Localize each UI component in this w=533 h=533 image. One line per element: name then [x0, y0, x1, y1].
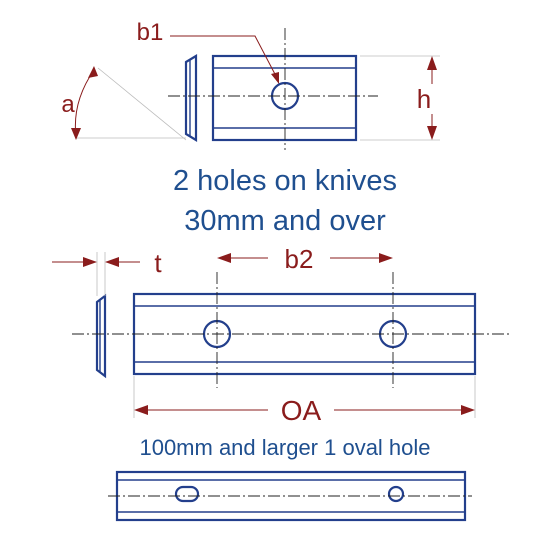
small-knife-side-profile	[184, 54, 198, 142]
note-100mm-oval: 100mm and larger 1 oval hole	[139, 435, 430, 460]
h-label: h	[417, 84, 431, 114]
long-knife-oval-hole	[174, 485, 200, 503]
oa-arrow-left	[134, 405, 148, 415]
small-knife-group	[168, 28, 378, 150]
medium-knife-side-profile	[95, 293, 107, 379]
a-arrow-top	[88, 66, 98, 78]
b2-arrow-right	[379, 253, 393, 263]
b1-leader-line	[170, 35, 278, 79]
t-label: t	[154, 248, 162, 278]
long-knife-round-hole	[387, 485, 405, 503]
medium-knife-group	[72, 272, 510, 388]
small-knife-body	[211, 54, 358, 142]
h-arrow-bottom	[427, 126, 437, 140]
b2-label: b2	[285, 244, 314, 274]
note-30mm-over: 30mm and over	[184, 205, 386, 237]
t-arrow-left	[83, 257, 97, 267]
a-label: a	[61, 91, 75, 118]
b1-label: b1	[137, 19, 164, 46]
a-arrow-bottom	[71, 128, 81, 140]
oa-arrow-right	[461, 405, 475, 415]
a-dimension-arc	[74, 69, 95, 137]
h-arrow-top	[427, 56, 437, 70]
oa-label: OA	[281, 395, 322, 426]
h-label-background	[410, 84, 454, 114]
note-two-holes: 2 holes on knives	[173, 165, 397, 197]
a-extension-line-1	[97, 67, 187, 141]
long-knife-group	[108, 470, 472, 522]
t-arrow-right	[105, 257, 119, 267]
b1-leader-arrow	[271, 72, 279, 84]
b2-arrow-left	[217, 253, 231, 263]
